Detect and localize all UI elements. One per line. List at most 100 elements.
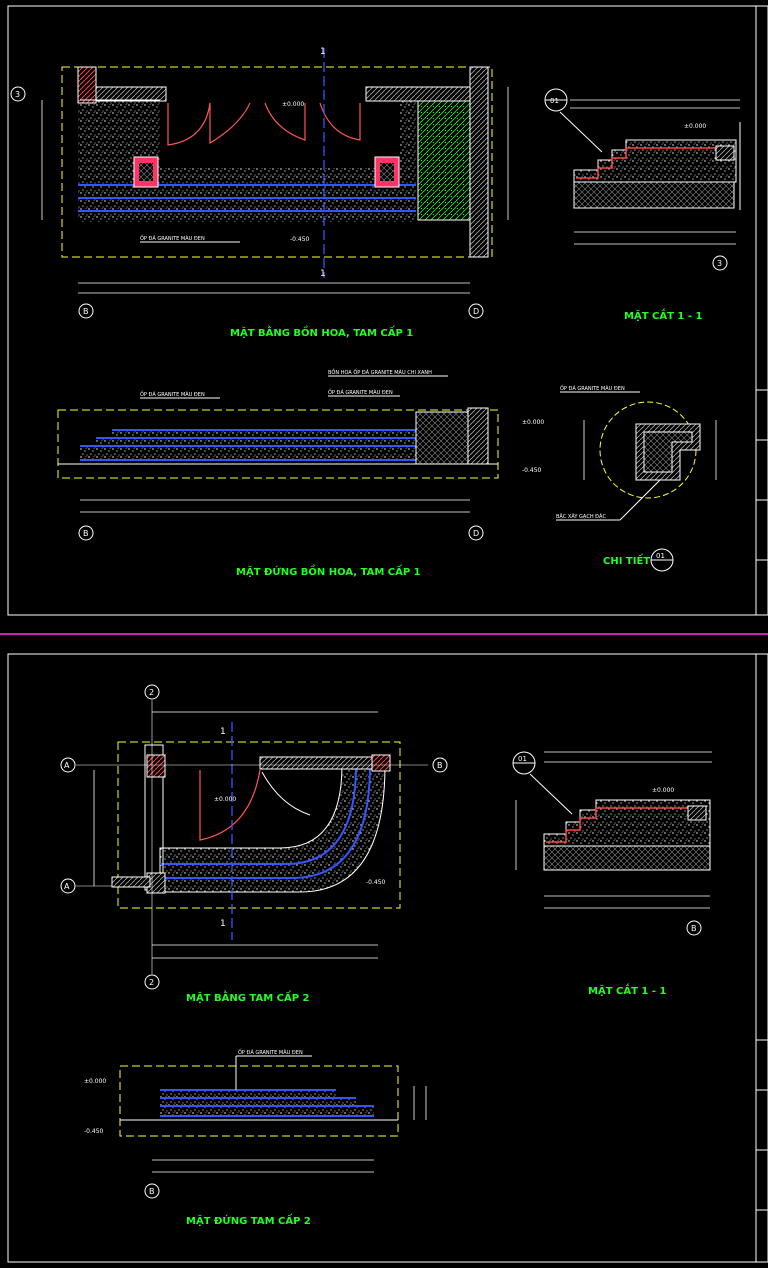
leader-line <box>619 479 661 521</box>
detail-brick-core <box>643 431 693 473</box>
axis-label-b: B <box>83 307 89 316</box>
plan-2-curved-steps <box>159 764 386 893</box>
column-right <box>374 156 400 188</box>
column-top <box>146 754 166 778</box>
note-granite-elevation-2: ỐP ĐÁ GRANITE MÀU ĐEN <box>238 1048 303 1056</box>
elevation-2-level-bottom: -0.450 <box>84 1128 104 1135</box>
plan-view-2: 1 1 ±0.000 -0.450 A A B 2 2 MẶT BẰNG TAM… <box>60 684 448 1004</box>
detail-title: CHI TIẾT <box>603 552 650 567</box>
step-riser <box>160 1106 374 1116</box>
step-riser <box>96 438 416 446</box>
section-2-title: MẶT CẮT 1 - 1 <box>588 982 666 997</box>
axis-label-a: A <box>64 882 70 891</box>
detail-view-01: ỐP ĐÁ GRANITE MÀU ĐEN BẬC XÂY GẠCH ĐẶC C… <box>556 384 717 572</box>
axis-label-b: B <box>149 1187 155 1196</box>
sheet-2-frame <box>7 653 768 1263</box>
section-2-steps <box>543 799 711 847</box>
note-planter: BỒN HOA ỐP ĐÁ GRANITE MÀU CHI XANH <box>328 367 432 376</box>
level-mark-top: ±0.000 <box>214 796 236 803</box>
elevation-1-dashed-boundary <box>57 409 499 479</box>
section-1-foundation <box>573 181 735 209</box>
note-granite-elevation: ỐP ĐÁ GRANITE MÀU ĐEN <box>140 390 205 398</box>
section-view-1: ±0.000 01 3 MẶT CẮT 1 - 1 <box>544 88 741 322</box>
wall-left <box>77 66 97 104</box>
curved-step-line <box>160 764 371 879</box>
planter-elevation <box>415 411 469 465</box>
plan-1-inner-landing <box>160 100 400 168</box>
axis-bubble-b <box>78 525 94 541</box>
door-swing-arc <box>261 771 311 816</box>
axis-bubble-b <box>686 920 702 936</box>
wall-segment <box>95 86 167 102</box>
axis-bubble-a <box>60 757 76 773</box>
detail-bubble-ref: 01 <box>518 755 527 763</box>
elevation-2-dashed-boundary <box>119 1065 399 1137</box>
plan-2-dashed-boundary <box>117 741 401 909</box>
wall-segment <box>111 876 151 888</box>
door-swing <box>209 102 251 145</box>
door-swing <box>167 102 211 146</box>
axis-bubble-2 <box>144 684 160 700</box>
door-swing <box>264 102 306 141</box>
wall-segment <box>259 756 387 770</box>
detail-bubble-ref: 01 <box>550 97 559 105</box>
cut-mark-bottom: 1 <box>220 919 226 929</box>
detail-note-brick: BẬC XÂY GẠCH ĐẶC <box>556 513 606 520</box>
door-swing <box>199 769 261 841</box>
cut-mark-top: 1 <box>320 47 326 57</box>
axis-bubble-2 <box>144 974 160 990</box>
plan-1-dashed-boundary <box>61 66 493 258</box>
section-1-title: MẶT CẮT 1 - 1 <box>624 307 702 322</box>
axis-label-b: B <box>691 924 697 933</box>
section-2-level-top: ±0.000 <box>652 787 674 794</box>
note-granite-plan: ỐP ĐÁ GRANITE MÀU ĐEN <box>140 234 205 242</box>
axis-bubble-d <box>468 303 484 319</box>
section-1-level-top: ±0.000 <box>684 123 706 130</box>
column-left <box>133 156 159 188</box>
level-mark-top: ±0.000 <box>282 101 304 108</box>
column-left-core <box>139 163 153 181</box>
axis-label-d: D <box>473 529 479 538</box>
sheet-1: 1 1 ±0.000 -0.450 ỐP ĐÁ GRANITE MÀU ĐEN … <box>7 5 768 616</box>
plan-view-1: 1 1 ±0.000 -0.450 ỐP ĐÁ GRANITE MÀU ĐEN … <box>10 47 509 339</box>
elevation-view-1: ỐP ĐÁ GRANITE MÀU ĐEN BỒN HOA ỐP ĐÁ GRAN… <box>57 367 544 578</box>
level-mark-bottom: -0.450 <box>290 236 310 243</box>
section-view-2: ±0.000 01 B MẶT CẮT 1 - 1 <box>512 751 712 997</box>
axis-bubble-b <box>78 303 94 319</box>
axis-label-a: A <box>64 761 70 770</box>
step-riser <box>80 446 416 460</box>
elevation-level-top: ±0.000 <box>522 419 544 426</box>
elevation-view-2: ỐP ĐÁ GRANITE MÀU ĐEN ±0.000 -0.450 B MẶ… <box>84 1048 427 1227</box>
axis-label-2: 2 <box>149 978 154 987</box>
axis-bubble-d <box>468 525 484 541</box>
axis-label-d: D <box>473 307 479 316</box>
axis-label-3: 3 <box>717 259 722 268</box>
step-riser <box>160 1098 356 1106</box>
plan-2-title: MẶT BẰNG TAM CẤP 2 <box>186 989 310 1004</box>
column-right <box>371 754 391 772</box>
cut-mark-bottom: 1 <box>320 269 326 279</box>
axis-label-b: B <box>437 761 443 770</box>
column-right-core <box>380 163 394 181</box>
sheet-1-frame <box>7 5 768 616</box>
plan-1-title: MẶT BẰNG BỒN HOA, TAM CẤP 1 <box>230 324 413 339</box>
axis-label-2: 2 <box>149 688 154 697</box>
wall-elevation <box>467 407 489 465</box>
door-swing <box>319 102 361 141</box>
detail-leader <box>559 111 603 153</box>
step-riser <box>112 430 416 438</box>
axis-bubble-b <box>144 1183 160 1199</box>
section-1-red-membrane <box>576 147 732 179</box>
section-1-steps <box>573 139 737 183</box>
elevation-1-title: MẶT ĐỨNG BỒN HOA, TAM CẤP 1 <box>236 563 421 578</box>
sheet-2: 1 1 ±0.000 -0.450 A A B 2 2 MẶT BẰNG TAM… <box>7 653 768 1263</box>
axis-bubble-a <box>60 878 76 894</box>
axis-bubble-3 <box>712 255 728 271</box>
elevation-2-title: MẶT ĐỨNG TAM CẤP 2 <box>186 1212 311 1227</box>
cut-mark-top: 1 <box>220 727 226 737</box>
section-2-wall <box>687 805 707 821</box>
detail-note-granite: ỐP ĐÁ GRANITE MÀU ĐEN <box>560 384 625 392</box>
elevation-level-bottom: -0.450 <box>522 467 542 474</box>
axis-bubble-3 <box>10 86 26 102</box>
